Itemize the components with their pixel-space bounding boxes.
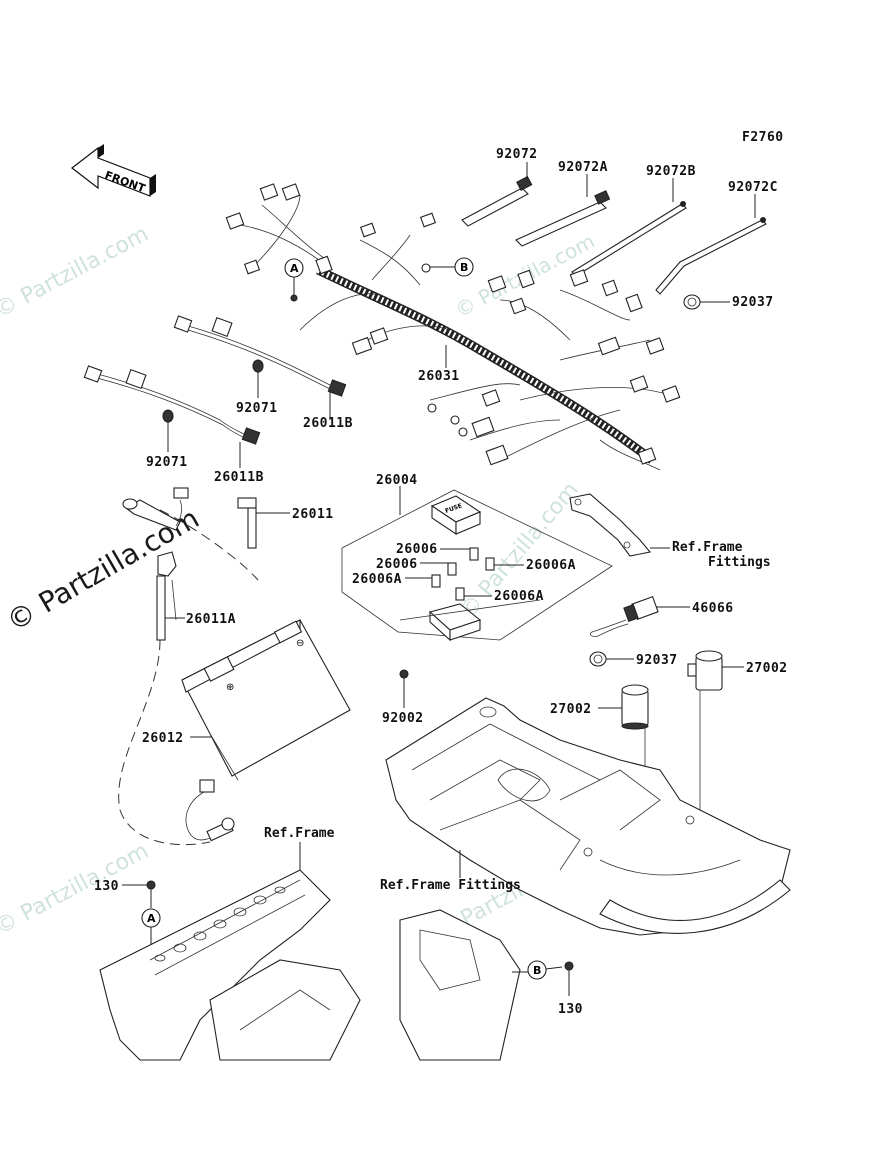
watermark-text: © Partzilla.com	[0, 222, 153, 324]
callout-92071[interactable]: 92071	[236, 401, 278, 416]
callout-130[interactable]: 130	[94, 879, 119, 894]
front-arrow-icon: FRONT	[71, 144, 156, 197]
sub-harness-26011b-lower[interactable]	[83, 365, 261, 468]
callout-26012[interactable]: 26012	[142, 731, 184, 746]
battery-sensor-cable	[185, 779, 235, 842]
callout-26006a[interactable]: 26006A	[526, 558, 576, 573]
relay-27002-left[interactable]	[598, 684, 649, 830]
clamp-92037-lower[interactable]	[589, 651, 634, 667]
callout-92037[interactable]: 92037	[732, 295, 774, 310]
routing-dashed-line	[118, 509, 259, 846]
connector-46066[interactable]	[590, 596, 690, 637]
fuse-26006a-b[interactable]	[405, 574, 441, 588]
callout-92071[interactable]: 92071	[146, 455, 188, 470]
bolt-130-left[interactable]	[122, 880, 156, 908]
callout-labels: 92072 92072A 92072B 92072C 92037 26031 9…	[94, 147, 788, 1017]
marker-a-label: A	[147, 912, 156, 925]
callout-26006a[interactable]: 26006A	[494, 589, 544, 604]
callout-26031[interactable]: 26031	[418, 369, 460, 384]
ref-frame-fittings-label-line2: Fittings	[708, 555, 771, 570]
callout-92037[interactable]: 92037	[636, 653, 678, 668]
marker-b-label: B	[533, 964, 541, 977]
fuse-26006a-c[interactable]	[455, 587, 492, 601]
clamp-92037-top[interactable]	[683, 294, 730, 310]
bolt-130-right[interactable]	[564, 961, 574, 996]
callout-26006[interactable]: 26006	[376, 557, 418, 572]
connection-marker-b-top: B	[421, 257, 474, 277]
callout-92072[interactable]: 92072	[496, 147, 538, 162]
battery-plus-terminal-icon: ⊕	[226, 682, 234, 693]
callout-26011b[interactable]: 26011B	[303, 416, 353, 431]
callout-26011a[interactable]: 26011A	[186, 612, 236, 627]
sub-harness-26011b-upper[interactable]	[173, 315, 347, 420]
ref-frame-fittings-bracket	[569, 493, 670, 557]
cable-tie-92072[interactable]	[461, 162, 533, 227]
ref-frame-fittings-tray	[385, 697, 791, 936]
fuse-box-assy-26004[interactable]: FUSE	[341, 486, 613, 642]
callout-92072b[interactable]: 92072B	[646, 164, 696, 179]
watermark-text: © Partzilla.com	[0, 839, 153, 941]
callout-26011b[interactable]: 26011B	[214, 470, 264, 485]
fuse-box-cover[interactable]: FUSE	[430, 495, 482, 536]
callout-92072a[interactable]: 92072A	[558, 160, 608, 175]
callout-46066[interactable]: 46066	[692, 601, 734, 616]
battery-26012[interactable]: ⊕ ⊖	[181, 619, 351, 781]
fuse-26006-b[interactable]	[420, 562, 457, 576]
callout-26011[interactable]: 26011	[292, 507, 334, 522]
ref-frame-fittings-label-bottom: Ref.Frame Fittings	[380, 878, 521, 893]
battery-lead-26011[interactable]	[237, 497, 290, 549]
cable-tie-92072a[interactable]	[515, 174, 611, 247]
fuse-26006-a[interactable]	[440, 547, 479, 561]
battery-lead-26011a[interactable]	[156, 551, 185, 641]
callout-92072c[interactable]: 92072C	[728, 180, 778, 195]
connection-marker-a-top: A	[284, 258, 304, 302]
cable-tie-92072c[interactable]	[655, 194, 767, 295]
ref-frame-label: Ref.Frame	[264, 826, 335, 841]
callout-27002[interactable]: 27002	[746, 661, 788, 676]
main-harness-26031[interactable]	[225, 183, 681, 471]
callout-27002[interactable]: 27002	[550, 702, 592, 717]
ref-frame	[99, 842, 521, 1061]
callout-130[interactable]: 130	[558, 1002, 583, 1017]
fuse-26006a-a[interactable]	[485, 557, 524, 571]
callout-92002[interactable]: 92002	[382, 711, 424, 726]
callout-26006a[interactable]: 26006A	[352, 572, 402, 587]
cable-tie-92072b[interactable]	[571, 178, 687, 277]
bolt-92002[interactable]	[399, 669, 409, 708]
battery-minus-terminal-icon: ⊖	[296, 638, 304, 649]
ref-frame-fittings-label-line1: Ref.Frame	[672, 540, 743, 555]
reference-labels: Ref.Frame Fittings Ref.Frame Ref.Frame F…	[264, 540, 771, 893]
frame-holes	[154, 886, 286, 962]
marker-b-label: B	[460, 261, 468, 274]
callout-26006[interactable]: 26006	[396, 542, 438, 557]
connection-marker-a-bottom: A	[141, 908, 161, 945]
battery-cable-upper	[122, 487, 189, 531]
marker-a-label: A	[290, 262, 299, 275]
connection-marker-b-bottom: B	[512, 960, 563, 980]
callout-26004[interactable]: 26004	[376, 473, 418, 488]
figure-code: F2760	[742, 130, 784, 145]
